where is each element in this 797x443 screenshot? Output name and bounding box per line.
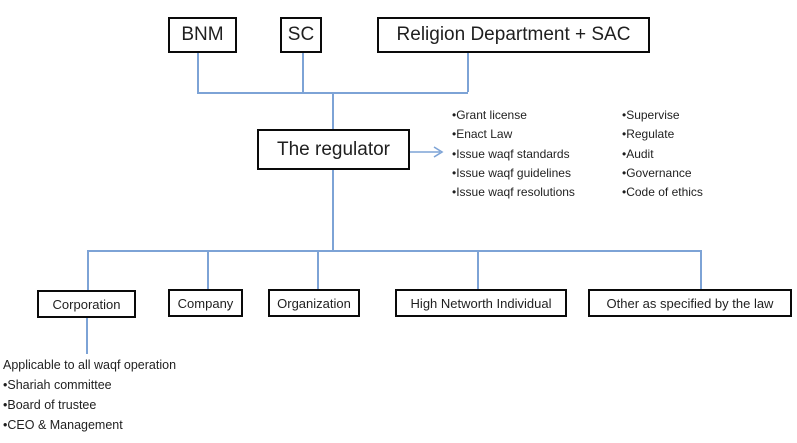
note-item: Board of trustee (3, 395, 176, 415)
connector-religion-drop (467, 53, 469, 92)
diagram-box-high-networth-individual: High Networth Individual (395, 289, 567, 317)
connector-bottom-bus (87, 250, 701, 252)
connector-corporation-drop (87, 250, 89, 290)
function-item: Regulate (622, 125, 703, 144)
connector-regulator-drop (332, 170, 334, 250)
arrow-right-icon (410, 146, 444, 158)
function-item: Supervise (622, 106, 703, 125)
function-item: Grant license (452, 106, 575, 125)
connector-company-drop (207, 250, 209, 290)
regulator-functions-col1: Grant license Enact Law Issue waqf stand… (452, 106, 575, 202)
diagram-box-organization: Organization (268, 289, 360, 317)
diagram-box-other-specified-by-law: Other as specified by the law (588, 289, 792, 317)
diagram-box-company: Company (168, 289, 243, 317)
function-item: Issue waqf resolutions (452, 183, 575, 202)
function-item: Issue waqf guidelines (452, 164, 575, 183)
connector-hnwi-drop (477, 250, 479, 290)
diagram-box-corporation: Corporation (37, 290, 136, 318)
note-item: Shariah committee (3, 375, 176, 395)
note-title: Applicable to all waqf operation (3, 358, 177, 372)
function-item: Issue waqf standards (452, 145, 575, 164)
function-item: Enact Law (452, 125, 575, 144)
regulator-functions-col2: Supervise Regulate Audit Governance Code… (622, 106, 703, 202)
connector-corporation-note-drop (86, 318, 88, 354)
corporation-note: Applicable to all waqf operation Shariah… (3, 355, 176, 435)
function-item: Code of ethics (622, 183, 703, 202)
diagram-box-bnm: BNM (168, 17, 237, 53)
diagram-box-sc: SC (280, 17, 322, 53)
connector-to-regulator (332, 92, 334, 129)
note-item: CEO & Management (3, 415, 176, 435)
diagram-box-regulator: The regulator (257, 129, 410, 170)
connector-other-drop (700, 250, 702, 290)
diagram-box-religion-department-sac: Religion Department + SAC (377, 17, 650, 53)
connector-sc-drop (302, 53, 304, 92)
function-item: Governance (622, 164, 703, 183)
function-item: Audit (622, 145, 703, 164)
connector-bnm-drop (197, 53, 199, 92)
connector-organization-drop (317, 250, 319, 290)
